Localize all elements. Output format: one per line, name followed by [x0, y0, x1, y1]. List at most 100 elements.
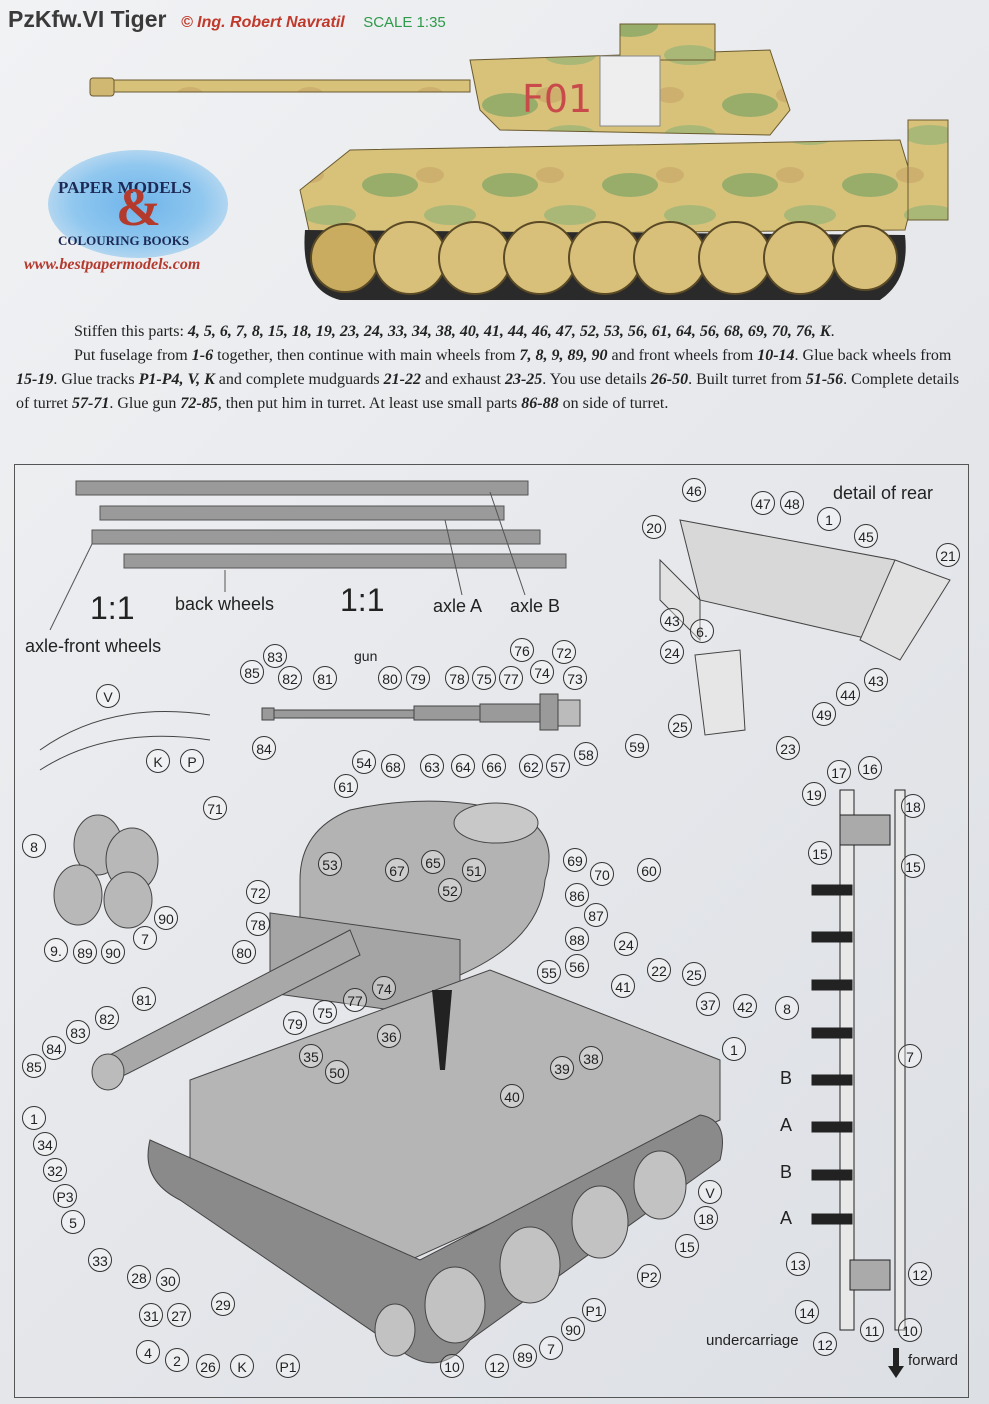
part-callout: 19 [802, 782, 826, 806]
part-callout: 13 [786, 1252, 810, 1276]
instr-parts: 51-56 [805, 371, 844, 388]
back-wheels-label: back wheels [175, 594, 275, 614]
part-callout: 75 [313, 1000, 337, 1024]
instr-text: . [830, 323, 835, 340]
part-callout: 59 [625, 734, 649, 758]
part-callout: 89 [73, 940, 97, 964]
part-callout: 39 [550, 1056, 574, 1080]
part-callout: 23 [776, 736, 800, 760]
part-callout: 62 [519, 754, 543, 778]
axle-rod [123, 553, 567, 569]
part-callout: 77 [343, 988, 367, 1012]
part-callout: 15 [808, 841, 832, 865]
part-callout: 21 [936, 543, 960, 567]
turret-marking: F01 [522, 77, 592, 121]
part-callout: 45 [854, 524, 878, 548]
part-callout: 53 [318, 852, 342, 876]
part-callout: P2 [637, 1264, 661, 1288]
instr-text: . Complete details of turret [16, 371, 960, 412]
instr-parts: 21-22 [383, 371, 421, 388]
part-callout: 41 [611, 974, 635, 998]
part-callout: 79 [283, 1011, 307, 1035]
logo-line2: COLOURING BOOKS [58, 233, 190, 248]
part-callout: 11 [860, 1318, 884, 1342]
part-callout: 90 [561, 1317, 585, 1341]
part-callout: 56 [565, 954, 589, 978]
instr-parts: 57-71 [71, 395, 110, 412]
part-callout: 82 [95, 1006, 119, 1030]
part-callout: 12 [908, 1262, 932, 1286]
part-callout: 29 [211, 1292, 235, 1316]
part-callout: 42 [733, 994, 757, 1018]
part-callout: 83 [66, 1020, 90, 1044]
part-callout: 16 [858, 756, 882, 780]
gun-label: gun [354, 648, 378, 664]
part-callout: 8 [22, 834, 46, 858]
part-callout: P3 [53, 1184, 77, 1208]
part-callout: 40 [500, 1084, 524, 1108]
muzzle-brake [89, 77, 115, 97]
track-piece [39, 711, 211, 771]
part-callout: 88 [565, 927, 589, 951]
exhaust [694, 649, 746, 736]
gun-parts [261, 693, 581, 731]
publisher-url: www.bestpapermodels.com [24, 256, 201, 273]
axle-front-wheels-label: axle-front wheels [25, 636, 162, 656]
part-callout: 77 [499, 666, 523, 690]
part-callout: 84 [42, 1036, 66, 1060]
instr-text: , then put him in turret. At least use s… [217, 395, 522, 412]
instr-parts: 7, 8, 9, 89, 90 [519, 347, 608, 364]
part-callout: 67 [385, 858, 409, 882]
part-callout: 68 [381, 754, 405, 778]
axle-rod [91, 529, 541, 545]
part-callout: 28 [127, 1265, 151, 1289]
forward-label: forward [908, 1352, 959, 1369]
part-callout: 90 [154, 906, 178, 930]
part-callout: 43 [864, 668, 888, 692]
part-callout: 32 [43, 1158, 67, 1182]
part-callout: 34 [33, 1132, 57, 1156]
instr-parts: 4, 5, 6, 7, 8, 15, 18, 19, 23, 24, 33, 3… [187, 323, 831, 340]
part-callout: 1 [22, 1106, 46, 1130]
logo-ampersand: & [116, 177, 161, 237]
part-callout: 44 [836, 682, 860, 706]
part-callout: 82 [278, 666, 302, 690]
instr-parts: 15-19 [16, 371, 54, 388]
undercarriage-label: undercarriage [706, 1332, 799, 1349]
instr-parts: 10-14 [757, 347, 795, 364]
hull-wheels [374, 1150, 687, 1357]
part-callout: 85 [22, 1054, 46, 1078]
part-callout: 9. [44, 938, 68, 962]
assembly-instructions: Stiffen this parts: 4, 5, 6, 7, 8, 15, 1… [16, 320, 966, 416]
part-callout: 2 [165, 1348, 189, 1372]
part-callout: K [230, 1354, 254, 1378]
part-callout: 8 [775, 996, 799, 1020]
part-callout: 74 [372, 976, 396, 1000]
part-callout: 84 [252, 736, 276, 760]
axle-rod [99, 505, 505, 521]
part-callout: 52 [438, 878, 462, 902]
tank-illustration: F01 [89, 23, 949, 300]
part-callout: 24 [614, 932, 638, 956]
instr-text: and exhaust [420, 371, 505, 388]
axle-letter: A [780, 1115, 793, 1135]
part-callout: V [698, 1180, 722, 1204]
part-callout: 66 [482, 754, 506, 778]
part-callout: P [180, 749, 204, 773]
part-callout: 48 [780, 491, 804, 515]
part-callout: 79 [406, 666, 430, 690]
part-callout: 18 [694, 1206, 718, 1230]
part-callout: 33 [88, 1248, 112, 1272]
part-callout: 15 [901, 854, 925, 878]
part-callout: 7 [133, 926, 157, 950]
scale-one-to-one-mid: 1:1 [340, 582, 385, 618]
part-callout: 25 [682, 962, 706, 986]
part-callout: 17 [827, 760, 851, 784]
instr-parts: 1-6 [191, 347, 214, 364]
header: PzKfw.VI Tiger © Ing. Robert Navratil SC… [8, 6, 446, 33]
forward-arrow-icon [888, 1348, 904, 1378]
part-callout: 24 [660, 640, 684, 664]
part-callout: 10 [440, 1354, 464, 1378]
part-callout: 58 [574, 742, 598, 766]
